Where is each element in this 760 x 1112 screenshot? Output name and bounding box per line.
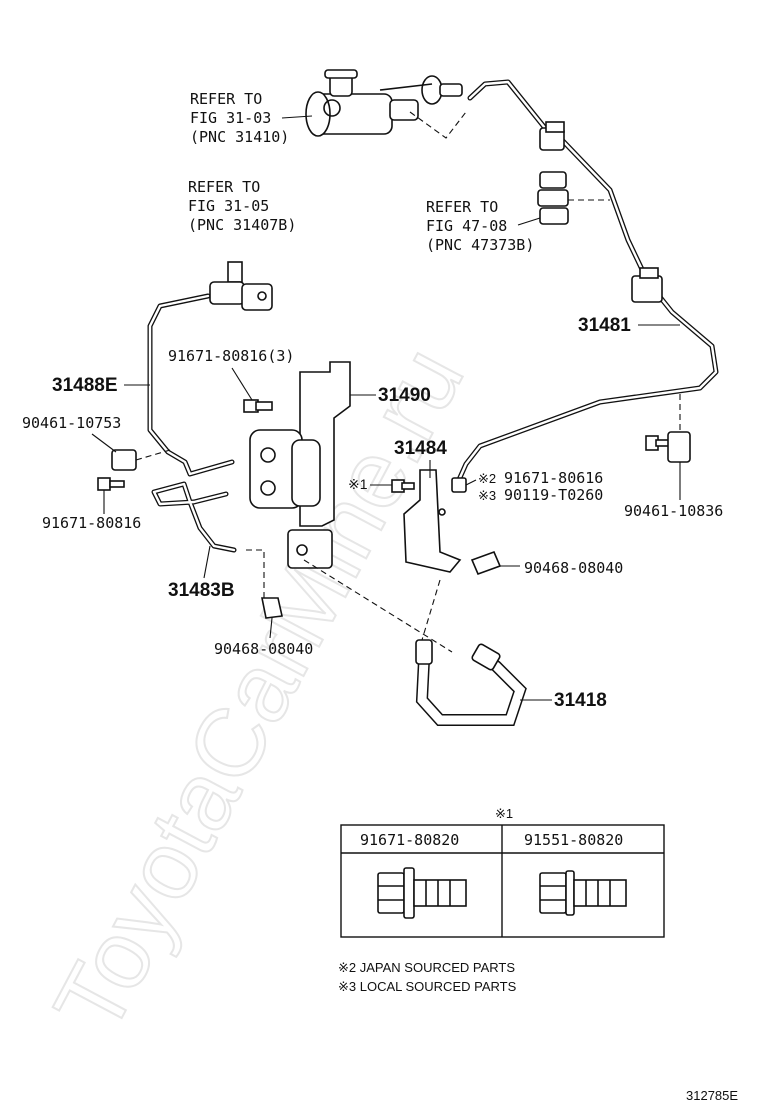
refer-fig-31-03-line3: (PNC 31410): [190, 128, 289, 146]
label-90461-10753: 90461-10753: [22, 414, 121, 432]
pipe-clamp-upper: [539, 121, 565, 151]
bracket-31484: [403, 469, 462, 573]
mark-3-label: ※3: [478, 488, 496, 503]
clamp-90461-10836: [645, 394, 691, 463]
table-header-91551-80820: 91551-80820: [524, 831, 623, 849]
dash-31483B-clip: [246, 549, 265, 600]
label-91671-80816: 91671-80816: [42, 514, 141, 532]
leader-90468-08040-left: [269, 617, 273, 639]
refer-fig-31-03-line2: FIG 31-03: [190, 109, 271, 127]
label-91671-80616: 91671-80616: [504, 469, 603, 487]
label-31484: 31484: [394, 438, 447, 459]
bolt-91671-80816-3: [243, 399, 273, 413]
union-fitting: [451, 477, 467, 493]
clamp-90461-10753: [111, 449, 171, 471]
label-91671-80816-3: 91671-80816(3): [168, 347, 294, 365]
clip-90468-08040-right: [421, 550, 502, 641]
refer-fig-31-03-line1: REFER TO: [190, 90, 262, 108]
label-31418: 31418: [554, 690, 607, 711]
pipe-clamp-47373B: [537, 171, 610, 225]
label-90468-08040-left: 90468-08040: [214, 640, 313, 658]
label-31490: 31490: [378, 385, 431, 406]
dash-bracket-to-hose: [303, 559, 453, 653]
label-31488E: 31488E: [52, 375, 118, 396]
label-31481: 31481: [578, 315, 631, 336]
label-90461-10836: 90461-10836: [624, 502, 723, 520]
flange-bolt-91551-80820: [539, 870, 627, 916]
refer-fig-47-08-line1: REFER TO: [426, 198, 498, 216]
note-local-sourced: ※3 LOCAL SOURCED PARTS: [338, 979, 517, 994]
leader-refer-47-08: [517, 217, 541, 226]
label-90468-08040-right: 90468-08040: [524, 559, 623, 577]
leader-91671-80816-3: [231, 367, 253, 401]
clutch-accumulator: [249, 429, 321, 509]
note-japan-sourced: ※2 JAPAN SOURCED PARTS: [338, 960, 515, 975]
leader-refer-31-03: [281, 115, 313, 119]
refer-fig-31-05-line2: FIG 31-05: [188, 197, 269, 215]
table-caption: ※1: [495, 806, 513, 821]
leader-90461-10753: [91, 433, 117, 453]
figure-number: 312785E: [686, 1088, 738, 1103]
mark-1-label: ※1: [348, 476, 368, 492]
clutch-pipe-31481: [455, 79, 719, 485]
flexible-hose-31418: [415, 639, 527, 726]
clutch-pipe-31488E: [147, 293, 235, 477]
refer-fig-31-05-line3: (PNC 31407B): [188, 216, 296, 234]
label-31483B: 31483B: [168, 580, 235, 601]
clutch-pipe-31483B: [151, 481, 237, 553]
refer-fig-31-05-line1: REFER TO: [188, 178, 260, 196]
clip-90468-08040-left: [261, 597, 283, 619]
refer-fig-47-08-line2: FIG 47-08: [426, 217, 507, 235]
leader-31483B: [203, 545, 211, 579]
label-90119-T0260: 90119-T0260: [504, 486, 603, 504]
flange-bolt-91671-80820: [377, 867, 467, 919]
pipe-clamp-lower: [631, 267, 663, 303]
leader-91671-80616: [465, 479, 477, 486]
bolt-mark-1: [391, 479, 415, 493]
table-header-91671-80820: 91671-80820: [360, 831, 459, 849]
refer-fig-47-08-line3: (PNC 47373B): [426, 236, 534, 254]
dash-master-to-pipe: [409, 111, 467, 139]
mark-2-label: ※2: [478, 471, 496, 486]
tee-union: [209, 261, 273, 311]
bolt-91671-80816: [97, 477, 125, 491]
clutch-master-cylinder: [305, 69, 463, 137]
